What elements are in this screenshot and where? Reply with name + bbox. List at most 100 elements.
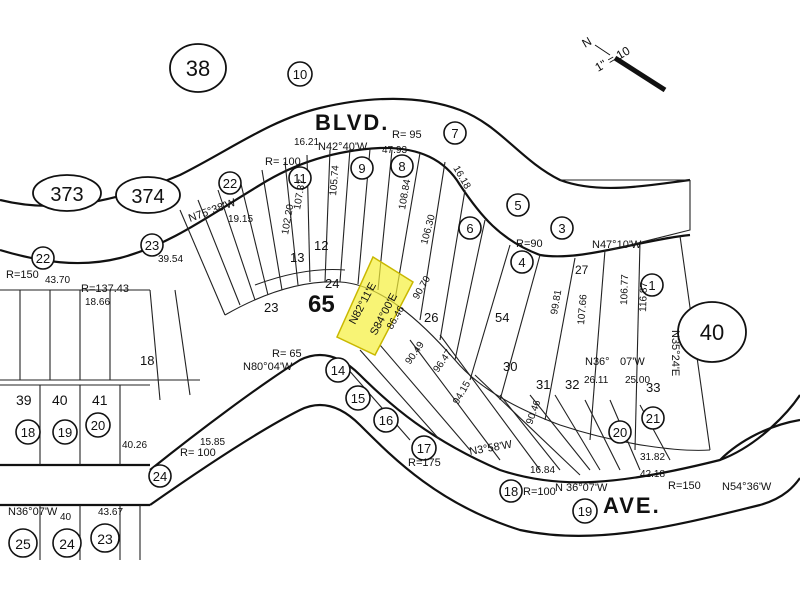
street-label-ave: AVE. — [603, 493, 661, 518]
svg-text:6: 6 — [466, 221, 473, 236]
svg-text:23: 23 — [264, 300, 278, 315]
svg-text:43.67: 43.67 — [98, 507, 123, 518]
svg-text:R=100: R=100 — [523, 486, 556, 498]
svg-text:7: 7 — [451, 126, 458, 141]
oval-374-label: 374 — [131, 186, 164, 208]
svg-text:07'W: 07'W — [620, 356, 645, 368]
svg-text:108.84: 108.84 — [397, 178, 413, 210]
svg-text:R=150: R=150 — [6, 269, 39, 281]
blvd-south-edge — [0, 146, 691, 265]
svg-text:20: 20 — [613, 425, 627, 440]
svg-text:19: 19 — [58, 425, 72, 440]
svg-text:18: 18 — [140, 353, 154, 368]
svg-text:90.46: 90.46 — [524, 398, 543, 426]
svg-text:15.85: 15.85 — [200, 437, 225, 448]
oval-374 — [115, 176, 181, 214]
svg-text:16.21: 16.21 — [294, 137, 319, 148]
north-label: N — [580, 34, 595, 50]
svg-text:16.84: 16.84 — [530, 465, 555, 476]
scale-label: 1" = 10 — [593, 43, 633, 74]
svg-text:24: 24 — [325, 276, 339, 291]
cul-de-sac — [719, 418, 800, 461]
svg-text:R=150: R=150 — [668, 480, 701, 492]
svg-text:23: 23 — [97, 531, 113, 547]
circled-numbers: 10 7 8 9 11 22 23 24 22 14 15 16 17 18 1… — [8, 61, 665, 558]
svg-text:R=137.43: R=137.43 — [81, 283, 129, 295]
svg-text:106.77: 106.77 — [619, 274, 631, 305]
svg-text:99.81: 99.81 — [549, 289, 564, 316]
oval-373-label: 373 — [50, 184, 83, 206]
ave-south-edge — [149, 403, 800, 538]
svg-text:26.11: 26.11 — [584, 375, 609, 386]
highlighted-parcel — [336, 255, 414, 356]
svg-text:19.15: 19.15 — [228, 214, 253, 225]
svg-text:13: 13 — [290, 250, 304, 265]
svg-text:90.70: 90.70 — [411, 274, 433, 302]
svg-text:54: 54 — [495, 310, 509, 325]
svg-text:26: 26 — [424, 310, 438, 325]
svg-text:18.66: 18.66 — [85, 297, 110, 308]
svg-text:40: 40 — [60, 512, 72, 523]
oval-38 — [169, 43, 227, 93]
svg-text:N35°24'E: N35°24'E — [669, 330, 681, 376]
svg-text:23: 23 — [145, 238, 159, 253]
svg-text:8: 8 — [398, 159, 405, 174]
svg-text:31: 31 — [536, 377, 550, 392]
svg-text:16: 16 — [379, 413, 393, 428]
svg-text:9: 9 — [358, 161, 365, 176]
svg-text:15: 15 — [351, 391, 365, 406]
street-label-blvd: BLVD. — [315, 110, 389, 135]
svg-text:1: 1 — [648, 278, 655, 293]
oval-38-label: 38 — [186, 56, 210, 81]
svg-text:39: 39 — [16, 392, 32, 408]
ave-north-edge — [149, 353, 800, 484]
svg-text:N3°58'W: N3°58'W — [468, 439, 513, 458]
svg-text:40: 40 — [52, 392, 68, 408]
dimension-labels: 16.21 47.93 16.18 105.74 108.84 106.30 9… — [45, 137, 665, 523]
svg-text:21: 21 — [646, 411, 660, 426]
lot-number-labels: 39 40 41 12 13 18 23 24 26 30 31 32 33 5… — [16, 238, 660, 408]
svg-text:25.00: 25.00 — [625, 375, 650, 386]
svg-text:22: 22 — [36, 251, 50, 266]
svg-text:107.66: 107.66 — [576, 293, 590, 325]
svg-text:R= 100: R= 100 — [265, 156, 301, 168]
svg-text:N47°10'W: N47°10'W — [592, 239, 642, 251]
svg-text:N36°: N36° — [585, 356, 610, 368]
svg-text:4: 4 — [518, 255, 525, 270]
svg-text:18: 18 — [504, 484, 518, 499]
svg-text:R= 65: R= 65 — [272, 348, 302, 360]
svg-text:17: 17 — [417, 441, 431, 456]
svg-text:107.37: 107.37 — [292, 178, 308, 210]
svg-text:11: 11 — [293, 171, 307, 186]
svg-text:94.15: 94.15 — [451, 379, 473, 407]
svg-text:42.18: 42.18 — [640, 469, 665, 480]
svg-text:14: 14 — [331, 363, 345, 378]
svg-text:R= 95: R= 95 — [392, 129, 422, 141]
svg-text:R=175: R=175 — [408, 457, 441, 469]
svg-text:105.74: 105.74 — [328, 164, 342, 196]
svg-text:116.87: 116.87 — [638, 281, 650, 312]
upper-lot-lines — [179, 148, 711, 476]
svg-text:33: 33 — [646, 380, 660, 395]
svg-text:N36°07'W: N36°07'W — [8, 506, 58, 518]
svg-text:106.30: 106.30 — [419, 213, 438, 246]
svg-text:27: 27 — [575, 263, 589, 277]
svg-text:18: 18 — [21, 425, 35, 440]
svg-text:102.20: 102.20 — [280, 203, 296, 235]
svg-text:12: 12 — [314, 238, 328, 253]
oval-373 — [32, 174, 102, 212]
svg-text:24: 24 — [153, 469, 167, 484]
svg-text:25: 25 — [15, 536, 31, 552]
svg-text:20: 20 — [91, 418, 105, 433]
left-lot-lines — [0, 289, 200, 560]
svg-text:43.70: 43.70 — [45, 275, 70, 286]
svg-text:31.82: 31.82 — [640, 452, 665, 463]
svg-text:N80°04'W: N80°04'W — [243, 361, 293, 373]
oval-40 — [677, 301, 747, 363]
svg-text:41: 41 — [92, 392, 108, 408]
right-parcel-boundary — [609, 180, 691, 251]
svg-text:19: 19 — [578, 504, 592, 519]
svg-text:N 36°07'W: N 36°07'W — [555, 482, 608, 494]
svg-text:40.26: 40.26 — [122, 440, 147, 451]
